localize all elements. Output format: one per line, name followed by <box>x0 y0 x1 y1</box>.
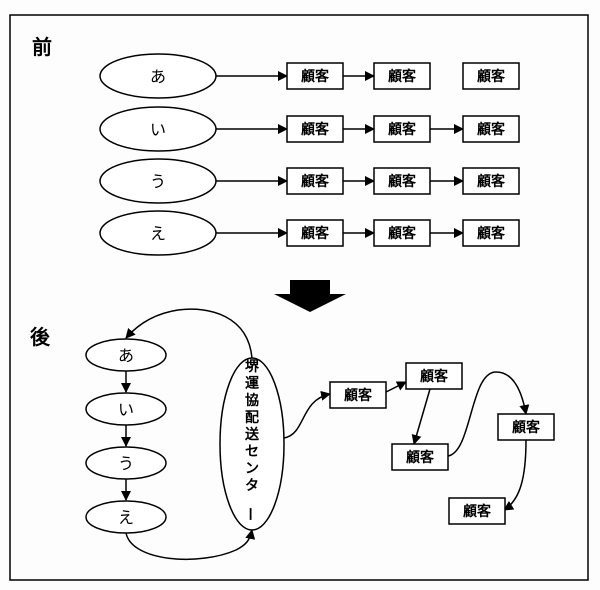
customer-box <box>329 381 387 409</box>
customer-label: 顧客 <box>388 68 417 85</box>
customer-label: 顧客 <box>477 121 506 138</box>
customer-box <box>462 115 520 143</box>
customer-box <box>373 115 431 143</box>
flow-arrow <box>503 439 527 511</box>
flow-arrow <box>411 388 431 445</box>
customer-box <box>405 362 463 390</box>
customer-label: 顧客 <box>301 121 330 138</box>
before-row-0: あ 顧客 顧客 顧客 <box>99 53 520 99</box>
customer-label: 顧客 <box>388 121 417 138</box>
flow-arrow <box>447 371 530 457</box>
svg-text:堺運協配送センター: 堺運協配送センター <box>241 358 260 521</box>
customer-box <box>462 219 520 247</box>
customer-label: 顧客 <box>301 225 330 242</box>
before-source-label: い <box>150 120 166 139</box>
inbound-arrow <box>125 529 256 560</box>
after-source-label: う <box>118 454 134 473</box>
after-heading: 後 <box>30 325 51 349</box>
customer-label: 顧客 <box>344 387 373 404</box>
customer-label: 顧客 <box>463 503 492 520</box>
customer-label: 顧客 <box>301 68 330 85</box>
before-source-label: え <box>150 224 166 243</box>
customer-label: 顧客 <box>477 225 506 242</box>
before-source-label: う <box>150 172 166 191</box>
before-row-3: え 顧客 顧客 顧客 <box>99 210 520 256</box>
before-row-2: う 顧客 顧客 顧客 <box>99 158 520 204</box>
distribution-center-label: 堺運協配送センター <box>241 358 260 521</box>
return-loop-arrow <box>125 308 253 359</box>
after-source-label: え <box>118 508 134 527</box>
after-source-label: あ <box>118 346 134 365</box>
customer-label: 顧客 <box>388 225 417 242</box>
customer-box <box>462 167 520 195</box>
customer-box <box>286 115 344 143</box>
before-row-1: い 顧客 顧客 顧客 <box>99 106 520 152</box>
customer-box <box>448 497 506 525</box>
after-source-label: い <box>118 400 134 419</box>
customer-label: 顧客 <box>477 68 506 85</box>
transition-arrow-icon <box>274 280 346 312</box>
outer-frame <box>9 14 589 581</box>
flow-arrow <box>385 381 407 393</box>
customer-box <box>373 62 431 90</box>
customer-box <box>391 443 449 471</box>
before-heading: 前 <box>32 35 52 59</box>
customer-label: 顧客 <box>420 368 449 385</box>
customer-box <box>373 167 431 195</box>
customer-box <box>286 62 344 90</box>
customer-label: 顧客 <box>512 419 541 436</box>
customer-label: 顧客 <box>388 173 417 190</box>
before-source-label: あ <box>150 67 166 86</box>
distribution-center-node <box>219 357 285 531</box>
customer-label: 顧客 <box>477 173 506 190</box>
customer-label: 顧客 <box>406 449 435 466</box>
customer-box <box>462 62 520 90</box>
customer-label: 顧客 <box>301 173 330 190</box>
outbound-arrow <box>283 390 331 439</box>
